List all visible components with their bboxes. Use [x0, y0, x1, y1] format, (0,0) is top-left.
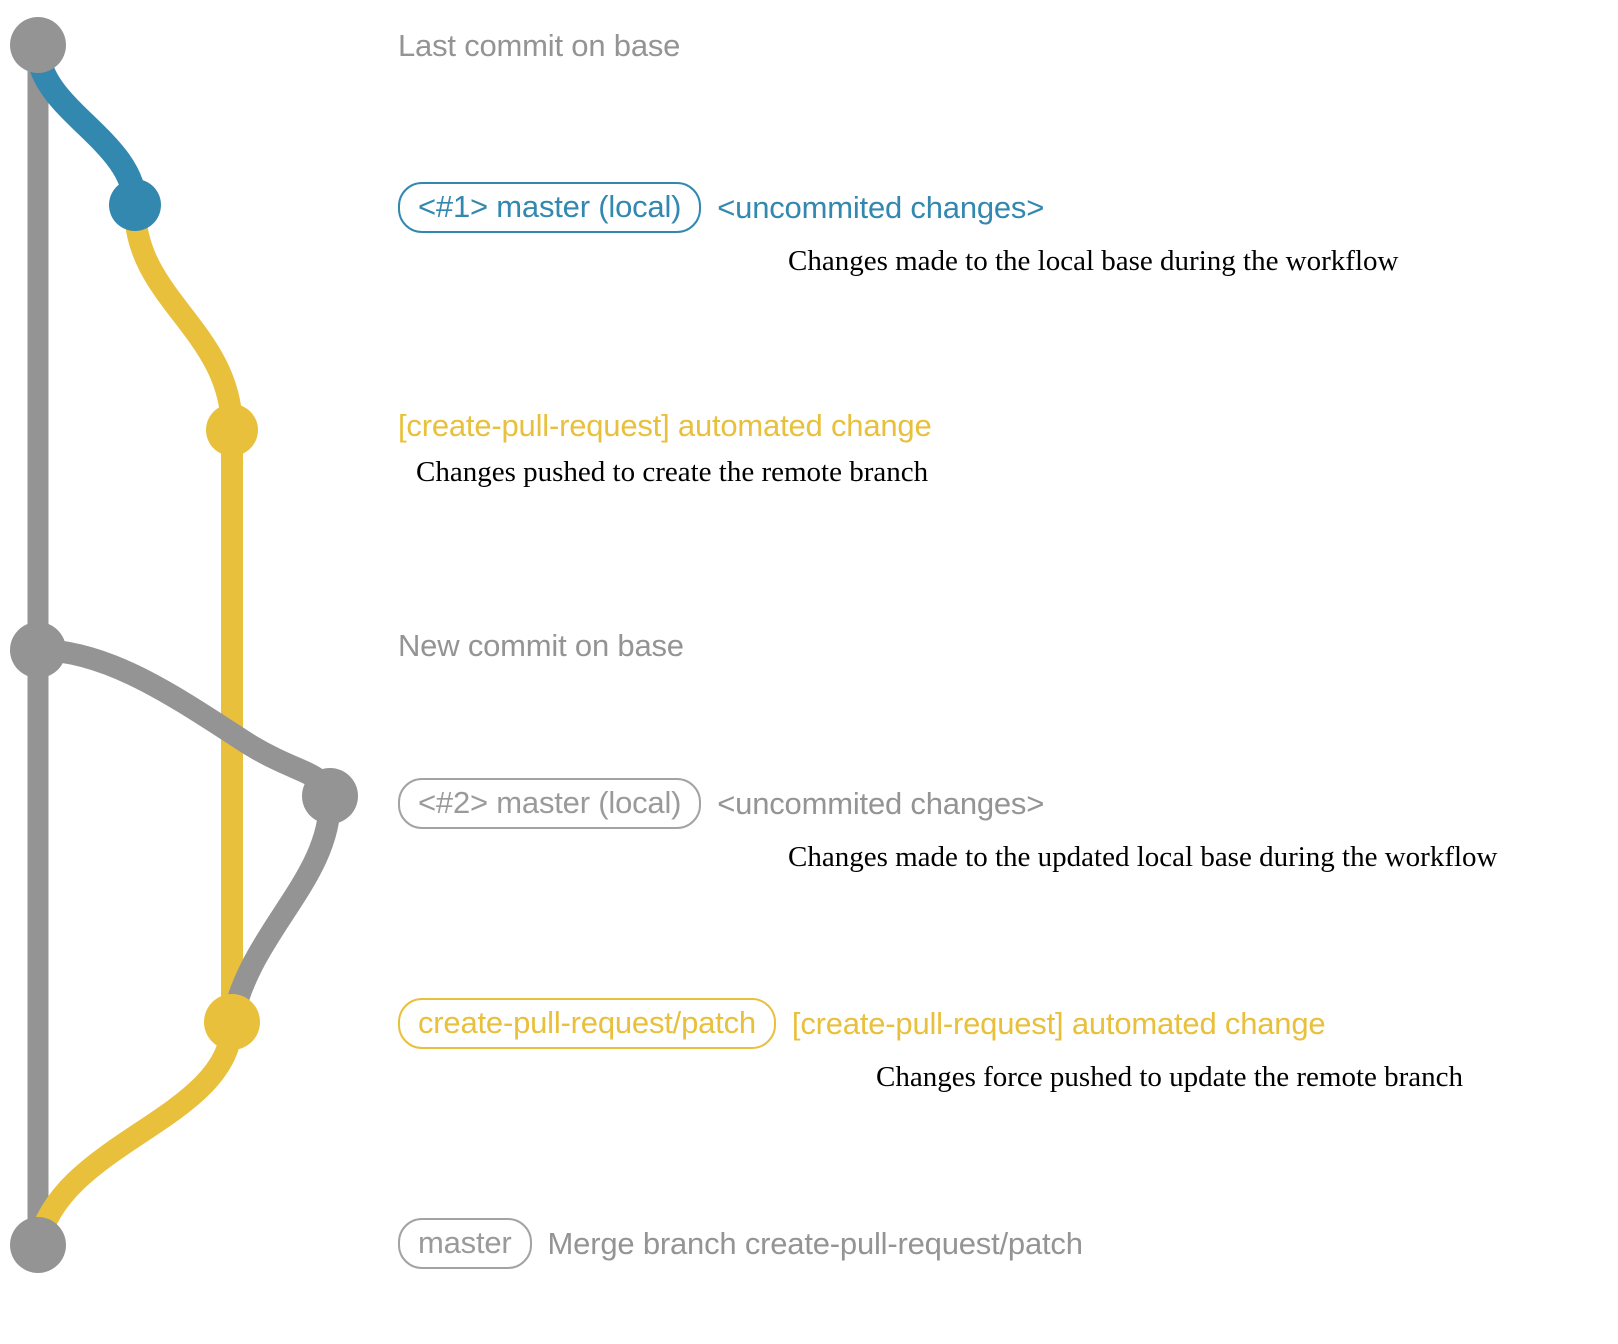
- entry-headline-row: create-pull-request/patch [create-pull-r…: [398, 998, 1463, 1049]
- commit-subtext: Changes pushed to create the remote bran…: [416, 456, 929, 488]
- commit-node-local-1: [109, 179, 161, 231]
- commit-node-base-new: [10, 622, 66, 678]
- commit-headline: [create-pull-request] automated change: [398, 408, 932, 443]
- commit-headline: <uncommited changes>: [717, 189, 1045, 225]
- branch-line-local-blue: [26, 36, 147, 217]
- branch-line-base-detour-in: [221, 785, 342, 1033]
- entry-master-local-2: <#2> master (local) <uncommited changes>…: [398, 778, 1498, 874]
- commit-subtext: Changes made to the updated local base d…: [788, 841, 1498, 873]
- branch-line-base-detour-out: [27, 639, 341, 807]
- entry-merge-commit: master Merge branch create-pull-request/…: [398, 1218, 1083, 1269]
- commit-headline: Merge branch create-pull-request/patch: [547, 1225, 1083, 1261]
- commit-subtext: Changes made to the local base during th…: [788, 245, 1399, 277]
- entry-headline-row: master Merge branch create-pull-request/…: [398, 1218, 1083, 1269]
- commit-headline: New commit on base: [398, 628, 684, 663]
- entry-headline-row: Last commit on base: [398, 28, 680, 64]
- entry-headline-row: <#2> master (local) <uncommited changes>: [398, 778, 1498, 829]
- commit-headline: Last commit on base: [398, 28, 681, 63]
- commit-headline: [create-pull-request] automated change: [791, 1005, 1326, 1041]
- commit-node-base-top: [10, 17, 66, 73]
- commit-node-base-merge: [10, 1217, 66, 1273]
- commit-headline: <uncommited changes>: [717, 785, 1045, 821]
- ref-badge-create-pull-request-patch[interactable]: create-pull-request/patch: [398, 998, 776, 1049]
- entry-last-commit-on-base: Last commit on base: [398, 28, 680, 64]
- entry-master-local-1: <#1> master (local) <uncommited changes>…: [398, 182, 1398, 278]
- entry-automated-change-2: create-pull-request/patch [create-pull-r…: [398, 998, 1463, 1094]
- entry-headline-row: <#1> master (local) <uncommited changes>: [398, 182, 1398, 233]
- entry-headline-row: [create-pull-request] automated change: [398, 408, 932, 444]
- git-graph: [10, 17, 358, 1273]
- commit-node-patch-1: [206, 404, 258, 456]
- entry-new-commit-on-base: New commit on base: [398, 628, 684, 664]
- branch-line-patch-yellow-upper: [124, 197, 243, 1033]
- ref-badge-master-local-1[interactable]: <#1> master (local): [398, 182, 702, 233]
- ref-badge-master[interactable]: master: [398, 1218, 532, 1269]
- entry-headline-row: New commit on base: [398, 628, 684, 664]
- branch-line-patch-yellow-merge: [27, 1011, 243, 1256]
- entry-automated-change-1: [create-pull-request] automated change C…: [398, 408, 932, 489]
- commit-node-local-2: [302, 768, 358, 824]
- ref-badge-master-local-2[interactable]: <#2> master (local): [398, 778, 702, 829]
- commit-node-patch-2: [204, 994, 260, 1050]
- commit-subtext: Changes force pushed to update the remot…: [876, 1061, 1464, 1093]
